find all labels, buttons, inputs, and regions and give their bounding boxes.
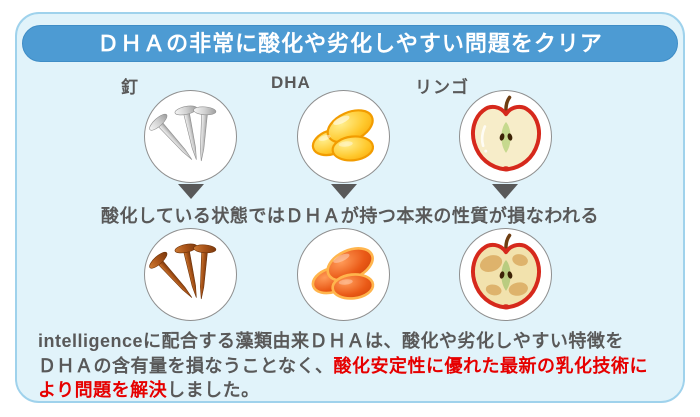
column-label-apple: リンゴ	[415, 78, 469, 97]
fresh-apple-icon	[470, 95, 541, 172]
footer-text-3: しました。	[167, 380, 260, 400]
header-title: ＤＨＡの非常に酸化や劣化しやすい問題をクリア	[97, 31, 603, 56]
down-arrow-icon	[331, 184, 357, 199]
bubble-fresh-apple	[459, 90, 552, 183]
silver-nails-icon	[147, 103, 217, 168]
card-background	[15, 12, 685, 403]
down-arrow-icon	[178, 184, 204, 199]
column-label-dha: DHA	[271, 73, 311, 92]
oxidation-caption: 酸化している状態ではＤＨＡが持つ本来の性質が損なわれる	[100, 206, 600, 226]
down-arrow-icon	[492, 184, 518, 199]
bubble-fresh-nails	[144, 90, 237, 183]
bubble-browned-apple	[459, 228, 552, 321]
oxidized-dha-oil-icon	[311, 246, 374, 300]
bubble-oxidized-dha	[297, 228, 390, 321]
fresh-dha-oil-icon	[311, 108, 374, 162]
footer-paragraph: intelligenceに配合する藻類由来ＤＨＡは、酸化や劣化しやすい特徴を Ｄ…	[38, 329, 668, 403]
column-label-nail: 釘	[121, 78, 139, 97]
rusty-nails-icon	[147, 241, 217, 306]
bubble-rusty-nails	[144, 228, 237, 321]
footer-text-2: ＤＨＡの含有量を損なうことなく、	[38, 355, 334, 376]
footer-highlight-1: 酸化安定性に優れた最新の乳化技術に	[333, 355, 648, 376]
footer-highlight-2: より問題を解決	[38, 380, 168, 400]
browned-apple-icon	[470, 233, 541, 310]
bubble-fresh-dha	[297, 90, 390, 183]
footer-text-1: intelligenceに配合する藻類由来ＤＨＡは、酸化や劣化しやすい特徴を	[38, 331, 624, 351]
header-banner: ＤＨＡの非常に酸化や劣化しやすい問題をクリア	[22, 25, 678, 62]
